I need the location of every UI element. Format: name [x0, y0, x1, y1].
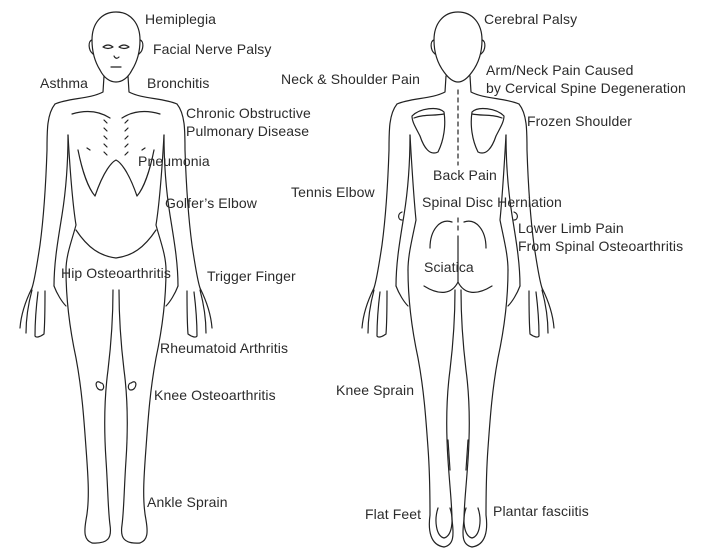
front-right-leg-inner: [119, 290, 140, 543]
label-flat-feet: Flat Feet: [365, 505, 421, 523]
front-left-eye: [103, 45, 113, 49]
label-trigger-finger: Trigger Finger: [207, 267, 296, 285]
front-ribs-right: [125, 120, 128, 155]
front-nose: [114, 56, 119, 58]
front-head: [92, 12, 140, 82]
back-buttocks: [424, 221, 492, 292]
label-arm-neck-pain: Arm/Neck Pain Caused by Cervical Spine D…: [486, 61, 686, 97]
front-nipples: [87, 148, 145, 150]
back-right-elbow: [514, 212, 517, 220]
label-copd: Chronic Obstructive Pulmonary Disease: [186, 104, 311, 140]
back-right-hand: [508, 286, 554, 337]
back-head: [434, 12, 482, 82]
label-back-pain: Back Pain: [433, 166, 497, 184]
label-bronchitis: Bronchitis: [147, 74, 209, 92]
label-frozen-shoulder: Frozen Shoulder: [527, 112, 632, 130]
front-left-hand: [20, 286, 66, 337]
label-cerebral-palsy: Cerebral Palsy: [484, 10, 577, 28]
front-right-eye: [119, 45, 129, 49]
back-right-scapula-spine: [472, 114, 502, 118]
label-pneumonia: Pneumonia: [138, 152, 210, 170]
front-pelvis: [76, 230, 156, 258]
label-hemiplegia: Hemiplegia: [145, 10, 216, 28]
label-facial-nerve-palsy: Facial Nerve Palsy: [153, 40, 272, 58]
label-asthma: Asthma: [40, 74, 88, 92]
back-left-heel: [436, 508, 452, 538]
label-tennis-elbow: Tennis Elbow: [291, 183, 375, 201]
back-left-leg-inner: [444, 290, 455, 547]
label-knee-osteoarthritis: Knee Osteoarthritis: [154, 386, 276, 404]
label-rheumatoid-arthritis: Rheumatoid Arthritis: [160, 339, 288, 357]
back-left-scapula-spine: [414, 114, 444, 118]
front-left-leg-inner: [92, 290, 113, 543]
back-left-arm-outer: [374, 104, 397, 288]
back-calf-lines: [448, 440, 468, 470]
label-sciatica: Sciatica: [424, 258, 474, 276]
back-right-leg-inner: [461, 290, 472, 547]
front-right-clavicle: [122, 111, 160, 118]
label-ankle-sprain: Ankle Sprain: [147, 493, 228, 511]
label-neck-shoulder-pain: Neck & Shoulder Pain: [281, 70, 420, 88]
back-left-hand: [362, 286, 408, 337]
front-left-arm-outer: [32, 104, 55, 288]
label-knee-sprain: Knee Sprain: [336, 381, 414, 399]
label-hip-osteoarthritis: Hip Osteoarthritis: [61, 264, 171, 282]
label-golfers-elbow: Golfer’s Elbow: [165, 194, 257, 212]
front-right-hand: [166, 286, 212, 337]
front-left-clavicle: [72, 111, 110, 118]
label-lower-limb-pain: Lower Limb Pain From Spinal Osteoarthrit…: [518, 219, 683, 255]
back-right-heel: [464, 508, 480, 538]
label-spinal-disc-herniation: Spinal Disc Herniation: [422, 193, 562, 211]
front-left-leg-outer: [66, 270, 92, 543]
label-plantar-fasciitis: Plantar fasciitis: [493, 502, 589, 520]
front-left-knee: [96, 382, 104, 390]
front-right-knee: [128, 382, 136, 390]
back-left-elbow: [399, 212, 402, 220]
front-ribs-left: [104, 120, 107, 155]
